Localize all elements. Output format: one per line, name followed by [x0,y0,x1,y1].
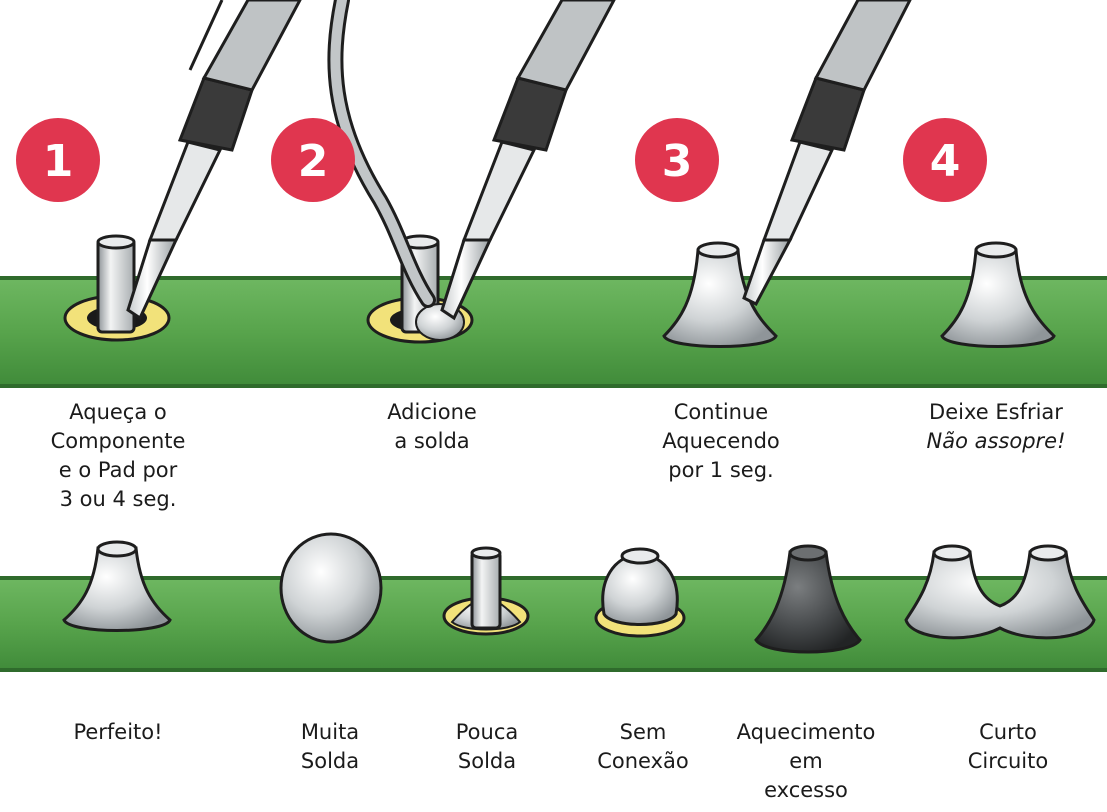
step-2-line-1: Adicione [387,400,477,424]
svg-text:4: 4 [930,136,961,187]
step-3-line-3: por 1 seg. [668,458,774,482]
step-badge-4: 4 [903,118,987,202]
outcome-3-line-2: Solda [457,749,517,773]
step-3-illustration [662,0,912,348]
soldering-iron-2 [440,0,616,321]
outcome-5-line-3: excesso [764,778,848,802]
soldering-iron-1 [126,0,302,321]
step-4-illustration [940,241,1056,348]
step-1-label: Aqueça o Componente e o Pad por 3 ou 4 s… [51,398,186,514]
step-3-label: Continue Aquecendo por 1 seg. [662,398,780,485]
outcome-3-line-1: Pouca [455,720,519,744]
step-1-line-3: e o Pad por [58,458,178,482]
step-3-line-1: Continue [673,400,769,424]
outcome-6-line-1: Curto [979,720,1037,744]
outcome-6-line-2: Circuito [967,749,1049,773]
outcome-6-label: Curto Circuito [968,718,1048,776]
outcome-5-line-2: em [789,749,823,773]
outcome-too-much-solder [279,532,383,644]
outcome-5-line-1: Aquecimento [736,720,876,744]
step-1-line-1: Aqueça o [69,400,167,424]
outcome-4-label: Sem Conexão [597,718,689,776]
step-1-illustration [63,0,302,342]
outcome-1-label: Perfeito! [73,718,162,747]
outcome-3-label: Pouca Solda [456,718,519,776]
outcome-4-line-1: Sem [619,720,667,744]
soldering-iron-3 [742,0,912,306]
outcome-overheated-joint [754,544,862,654]
step-1-line-4: 3 ou 4 seg. [59,487,177,511]
outcome-short-circuit [904,544,1096,640]
step-3-line-2: Aquecendo [662,429,780,453]
pcb-board-top [0,276,1107,388]
outcome-2-line-1: Muita [300,720,360,744]
step-2-label: Adicione a solda [387,398,477,456]
step-2-illustration [327,0,616,344]
step-4-line-1: Deixe Esfriar [929,400,1063,424]
outcome-4-line-2: Conexão [597,749,689,773]
outcome-2-label: Muita Solda [301,718,359,776]
outcome-5-label: Aquecimento em excesso [737,718,876,805]
outcome-1-line-1: Perfeito! [73,720,163,744]
svg-text:3: 3 [662,136,693,187]
step-badge-3: 3 [635,118,719,202]
step-4-note: Não assopre! [926,429,1066,453]
svg-text:2: 2 [298,136,329,187]
step-1-line-2: Componente [50,429,186,453]
outcome-too-little-solder [442,546,530,636]
svg-text:1: 1 [43,136,74,187]
step-badge-1: 1 [16,118,100,202]
outcome-2-line-2: Solda [300,749,360,773]
step-badge-2: 2 [271,118,355,202]
step-4-label: Deixe Esfriar Não assopre! [926,398,1065,456]
step-2-line-2: a solda [394,429,470,453]
outcome-no-connection [594,547,686,638]
outcome-perfect-joint [62,540,172,632]
